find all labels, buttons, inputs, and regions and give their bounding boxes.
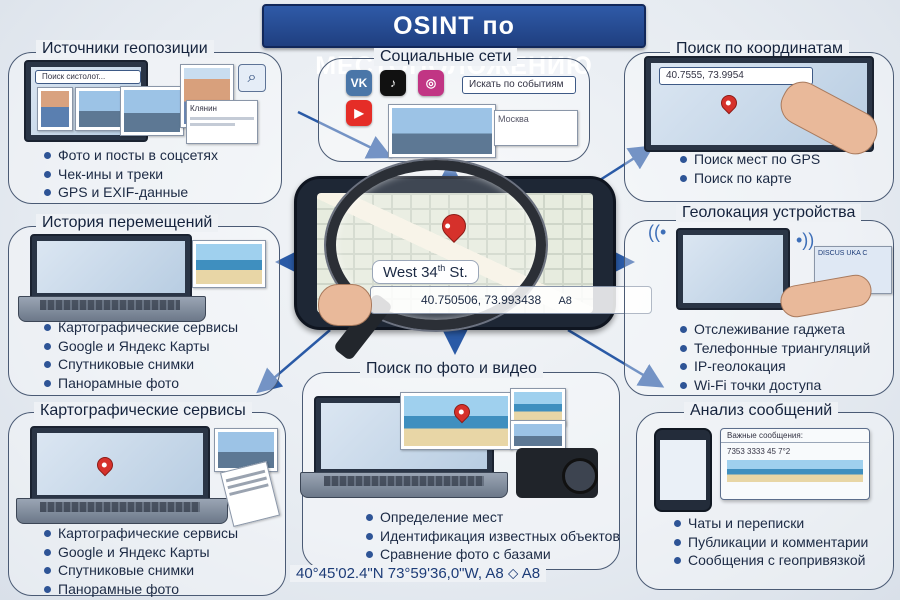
photo-video-list: Определение мест Идентификация известных… [364, 508, 620, 564]
list-item: Телефонные триангуляций [678, 339, 870, 358]
camera-lens [562, 458, 598, 494]
message-window: Важные сообщения: 7353 3333 45 7°2 [720, 428, 870, 500]
compare-photo [510, 388, 566, 426]
coords-search-input[interactable]: 40.7555, 73.9954 [659, 67, 813, 85]
search-icon[interactable]: ⌕ [238, 64, 266, 92]
panel-maps-title: Картографические сервисы [34, 402, 252, 420]
list-item: Сообщения с геопривязкой [672, 551, 868, 570]
list-item: Поиск по карте [678, 169, 820, 188]
history-photo [192, 240, 266, 288]
list-item: Идентификация известных объектов [364, 527, 620, 546]
maps-keyboard [40, 502, 200, 512]
phone-icon [654, 428, 712, 512]
maps-list: Картографические сервисы Google и Яндекс… [42, 524, 238, 598]
message-window-value: 7353 3333 45 7°2 [727, 447, 791, 456]
tiktok-icon[interactable]: ♪ [380, 70, 406, 96]
device-tablet-screen [676, 228, 790, 310]
list-item: Спутниковые снимки [42, 561, 238, 580]
coordinates-badge: A8 [558, 295, 572, 307]
panel-photo-video-title: Поиск по фото и видео [360, 360, 543, 378]
list-item: Панорамные фото [42, 374, 238, 393]
panel-sources-title: Источники геопозиции [36, 40, 214, 58]
list-item: Панорамные фото [42, 580, 238, 599]
map-pin-icon [93, 453, 117, 477]
signal-icon: •)) [796, 230, 815, 250]
message-window-title: Важные сообщения: [721, 429, 869, 443]
list-item: Google и Яндекс Карты [42, 543, 238, 562]
history-laptop-screen [30, 234, 192, 300]
wifi-icon: ((• [648, 222, 667, 242]
social-city-photo [388, 104, 496, 158]
vk-icon[interactable]: VK [346, 70, 372, 96]
list-item: Wi-Fi точки доступа [678, 376, 870, 395]
post-photo [120, 86, 184, 136]
device-card-text: DISCUS UKA C [818, 250, 868, 257]
list-item: Картографические сервисы [42, 524, 238, 543]
sources-monitor: Поиск систолот... [24, 60, 148, 142]
profile-card-name: Клянин [190, 104, 217, 113]
coords-list: Поиск мест по GPS Поиск по карте [678, 150, 820, 187]
profile-photo [37, 87, 73, 131]
panel-coords-title: Поиск по координатам [670, 40, 849, 58]
maps-laptop-screen [30, 426, 210, 502]
device-list: Отслеживание гаджета Телефонные триангул… [678, 320, 870, 394]
list-item: Фото и посты в соцсетях [42, 146, 218, 165]
list-item: Определение мест [364, 508, 620, 527]
social-post: Москва [494, 110, 578, 146]
list-item: Спутниковые снимки [42, 355, 238, 374]
profile-card: Клянин [186, 100, 258, 144]
social-post-caption: Москва [498, 114, 529, 124]
history-list: Картографические сервисы Google и Яндекс… [42, 318, 238, 392]
instagram-icon[interactable]: ◎ [418, 70, 444, 96]
coordinates-readout: 40.750506, 73.993438 A8 [370, 286, 652, 314]
list-item: Чек-ины и треки [42, 165, 218, 184]
street-end: St. [445, 264, 468, 281]
profile-card-lines [190, 117, 254, 120]
beach-photo [400, 392, 512, 450]
message-photo [727, 460, 863, 482]
list-item: Отслеживание гаджета [678, 320, 870, 339]
history-keyboard [40, 300, 180, 310]
list-item: Чаты и переписки [672, 514, 868, 533]
messages-list: Чаты и переписки Публикации и комментари… [672, 514, 868, 570]
youtube-icon[interactable]: ▶ [346, 100, 372, 126]
photo-keyboard [324, 476, 484, 486]
arrow-sources [297, 110, 393, 159]
sources-list: Фото и посты в соцсетях Чек-ины и треки … [42, 146, 218, 202]
camera-icon [516, 448, 598, 498]
panel-device-title: Геолокация устройства [676, 204, 862, 222]
holding-hand [318, 284, 372, 326]
street-label: West 34th St. [372, 260, 479, 284]
footer-coordinates: 40°45'02.4"N 73°59'36,0"W, A8 ⬦ A8 [290, 565, 547, 582]
list-item: Сравнение фото с базами [364, 545, 620, 564]
list-item: Картографические сервисы [42, 318, 238, 337]
list-item: Поиск мест по GPS [678, 150, 820, 169]
map-pin-icon [717, 91, 741, 115]
social-search-input[interactable]: Искать по событиям [462, 76, 576, 94]
arrow-coords [599, 145, 655, 182]
coordinates-value: 40.750506, 73.993438 [421, 293, 542, 307]
panel-social-title: Социальные сети [374, 48, 518, 66]
list-item: Публикации и комментарии [672, 533, 868, 552]
street-suffix: th [437, 263, 446, 273]
profile-card-lines-2 [190, 123, 235, 126]
street-name: West 34 [383, 264, 438, 281]
compare-photo-2 [510, 420, 566, 450]
panel-history-title: История перемещений [36, 214, 219, 232]
list-item: IP-геолокация [678, 357, 870, 376]
list-item: Google и Яндекс Карты [42, 337, 238, 356]
sources-search-box: Поиск систолот... [35, 70, 141, 84]
phone-screen [660, 440, 706, 500]
panel-messages-title: Анализ сообщений [684, 402, 839, 420]
list-item: GPS и EXIF-данные [42, 183, 218, 202]
